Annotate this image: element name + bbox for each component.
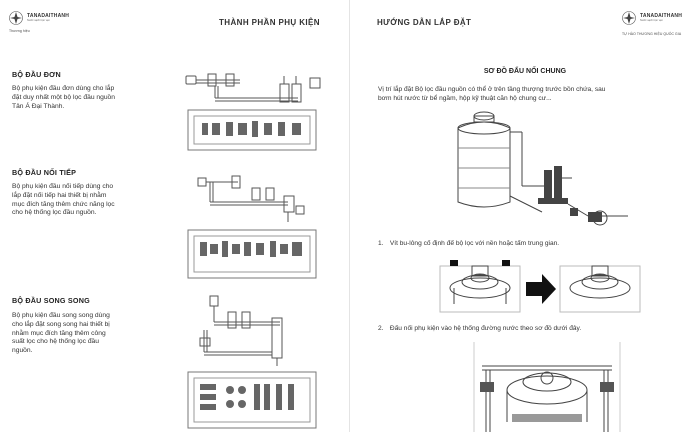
text-line: suất lọc cho hệ thống lọc đầu — [12, 338, 99, 346]
brand-name: TANADAITHANH — [27, 13, 70, 19]
bolt-mount-illustration — [439, 260, 641, 313]
pinwheel-logo-icon — [9, 11, 23, 25]
diagram-title: SƠ ĐỒ ĐẤU NỐI CHUNG — [483, 68, 567, 75]
brand-sub: Nước sạch trọn vẹn — [27, 19, 50, 22]
section-text-parallel: Bộ phụ kiện đầu song song dùng cho lắp đ… — [12, 312, 172, 356]
page-spine — [349, 0, 350, 432]
text-line: mục đích tăng thêm chức năng lọc — [12, 200, 115, 208]
text-line: Bộ phụ kiện đầu đơn dùng cho lắp — [12, 85, 115, 92]
section-title-single: BỘ ĐẦU ĐƠN — [12, 70, 61, 79]
general-connection-diagram — [457, 111, 628, 226]
text-line: Bộ phụ kiện đầu song song dùng — [12, 312, 110, 319]
step-text: Vít bu-lông cố định đế bộ lọc với nền ho… — [389, 240, 560, 247]
section-title-serial: BỘ ĐẦU NỐI TIẾP — [12, 168, 77, 177]
left-page: TANADAITHANH Nước sạch trọn vẹn Thương h… — [9, 11, 321, 429]
text-line: Vị trí lắp đặt Bộ lọc đầu nguồn có thể ở… — [378, 86, 606, 93]
text-line: lắp đặt nối tiếp hai thiết bị nhằm — [12, 191, 107, 199]
pinwheel-logo-icon — [622, 11, 636, 25]
arrow-right-icon — [526, 274, 556, 304]
text-line: nhằm mục đích tăng thêm công — [12, 329, 106, 337]
text-line: cho hệ thống lọc đầu nguồn. — [12, 209, 97, 217]
brand-logo: TANADAITHANH Nước sạch trọn vẹn — [9, 11, 69, 25]
step-1: 1. Vít bu-lông cố định đế bộ lọc với nền… — [378, 240, 559, 247]
piping-connection-illustration — [473, 342, 621, 432]
single-head-fittings-illustration — [185, 73, 321, 151]
brand-tagline: TỰ HÀO THƯƠNG HIỆU QUỐC GIA — [622, 32, 682, 36]
step-number: 1. — [378, 240, 384, 247]
text-line: cho lắp đặt song song hai thiết bị — [12, 320, 110, 328]
parallel-head-fittings-illustration — [187, 295, 317, 429]
page-header-components: THÀNH PHẦN PHỤ KIỆN — [219, 18, 320, 27]
right-page: HƯỚNG DẪN LẮP ĐẶT TANADAITHANH Nước sạch… — [350, 0, 700, 432]
text-line: đặt duy nhất một bộ lọc đầu nguồn — [12, 93, 115, 101]
brand-name: TANADAITHANH — [640, 13, 683, 19]
step-number: 2. — [378, 325, 384, 332]
text-line: Tân Á Đại Thành. — [12, 102, 65, 110]
text-line: nguồn. — [12, 347, 33, 355]
brand-sub: Nước sạch trọn vẹn — [640, 19, 663, 22]
installation-intro: Vị trí lắp đặt Bộ lọc đầu nguồn có thể ở… — [378, 86, 694, 104]
section-text-serial: Bộ phụ kiện đầu nối tiếp dùng cho lắp đặ… — [12, 183, 172, 218]
text-line: bơm hút nước từ bể ngầm, hộp kỹ thuật că… — [378, 94, 552, 102]
page-header-installation: HƯỚNG DẪN LẮP ĐẶT — [377, 18, 472, 27]
brand-badge: Thương hiệu — [9, 29, 30, 33]
section-title-parallel: BỘ ĐẦU SONG SONG — [12, 296, 90, 305]
serial-head-fittings-illustration — [187, 175, 317, 279]
section-text-single: Bộ phụ kiện đầu đơn dùng cho lắp đặt duy… — [12, 85, 172, 111]
step-2: 2. Đấu nối phụ kiện vào hệ thống đường n… — [378, 325, 581, 332]
brand-logo: TANADAITHANH Nước sạch trọn vẹn — [622, 11, 682, 25]
step-text: Đấu nối phụ kiện vào hệ thống đường nước… — [389, 325, 582, 332]
text-line: Bộ phụ kiện đầu nối tiếp dùng cho — [12, 183, 114, 190]
